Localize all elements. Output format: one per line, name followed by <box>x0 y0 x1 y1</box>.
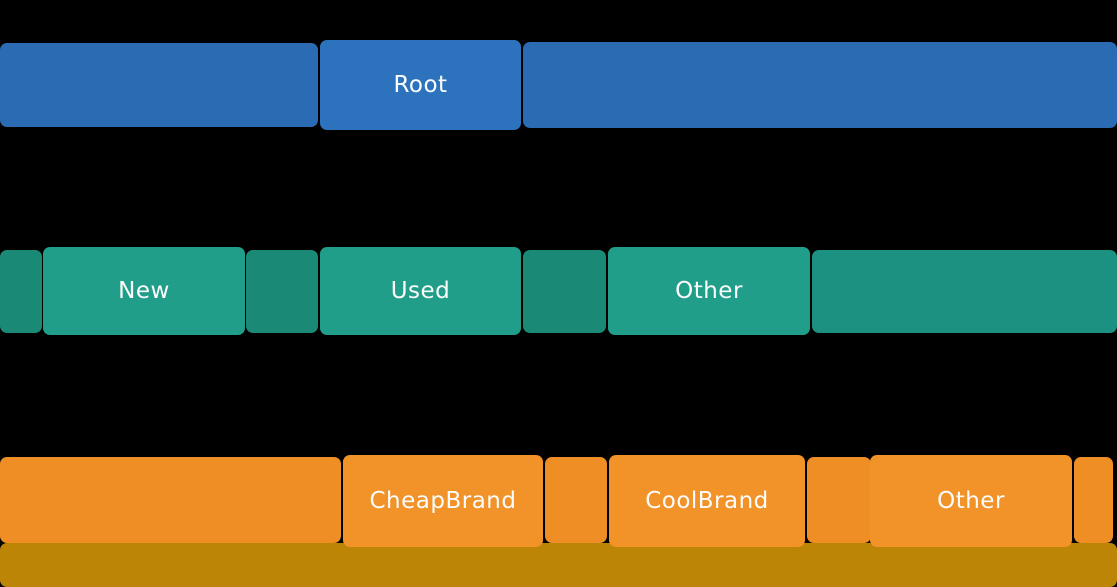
segment-2-coolbrand[interactable]: CoolBrand <box>609 455 805 547</box>
segment-2-other[interactable]: Other <box>870 455 1072 547</box>
segment-label: Used <box>390 278 451 304</box>
segment-label: New <box>118 278 170 304</box>
segment-2-unlabeled[interactable] <box>1074 457 1113 543</box>
segment-2-cheapbrand[interactable]: CheapBrand <box>343 455 543 547</box>
segment-1-other[interactable]: Other <box>608 247 810 335</box>
segment-3-unlabeled[interactable] <box>0 543 1117 587</box>
segment-2-unlabeled[interactable] <box>545 457 607 543</box>
segment-1-new[interactable]: New <box>43 247 245 335</box>
segment-1-used[interactable]: Used <box>320 247 521 335</box>
segment-0-unlabeled[interactable] <box>0 43 318 127</box>
segment-label: Other <box>937 488 1005 514</box>
segment-2-unlabeled[interactable] <box>0 457 341 543</box>
segment-label: Other <box>675 278 743 304</box>
segment-label: Root <box>393 72 448 98</box>
segment-0-unlabeled[interactable] <box>523 42 1117 128</box>
segment-label: CheapBrand <box>369 488 517 514</box>
segment-1-unlabeled[interactable] <box>812 250 1117 333</box>
segment-2-unlabeled[interactable] <box>807 457 871 543</box>
segment-label: CoolBrand <box>645 488 769 514</box>
segment-1-unlabeled[interactable] <box>246 250 318 333</box>
segment-0-root[interactable]: Root <box>320 40 521 130</box>
segment-1-unlabeled[interactable] <box>0 250 42 333</box>
segment-1-unlabeled[interactable] <box>523 250 606 333</box>
